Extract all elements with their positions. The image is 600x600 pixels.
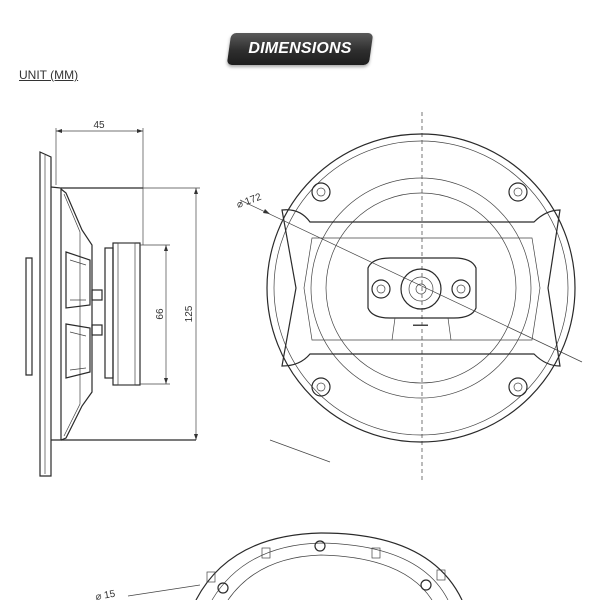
side-basket	[60, 188, 93, 441]
bottom-inner-arc-2	[227, 554, 433, 600]
front-bridge-frame	[281, 209, 561, 367]
side-terminal-bottom	[91, 324, 103, 336]
dim-bottom-diameter-label: ⌀ 15	[95, 589, 117, 600]
bottom-view: ⌀ 15	[95, 532, 463, 600]
side-terminal-top	[91, 289, 103, 301]
front-view: ▬▬▬ ⌀ 172	[235, 112, 583, 480]
side-magnet-ring	[117, 242, 136, 386]
side-magnet-plate	[104, 247, 114, 379]
dim-depth-label: 45	[93, 120, 105, 131]
front-cone-inner	[325, 192, 517, 384]
bottom-inner-arc	[211, 542, 449, 600]
side-flange	[39, 151, 52, 477]
front-outer-ring	[266, 133, 576, 443]
tweeter-right	[451, 279, 471, 299]
mounting-holes	[311, 182, 528, 397]
front-outer-ring-inner	[273, 140, 569, 436]
brand-mark: ▬▬▬	[413, 322, 428, 328]
side-basket-inner	[63, 193, 81, 437]
bottom-outer-arc	[195, 532, 463, 600]
dim-magnet-label: 66	[155, 308, 166, 320]
front-cone-edge	[310, 177, 532, 399]
side-window-top	[65, 251, 91, 309]
dim-height-label: 125	[184, 305, 195, 322]
side-view: 45 66 125	[25, 120, 200, 477]
dim-bottom-line	[127, 584, 201, 597]
front-leader	[269, 439, 331, 463]
side-gasket	[25, 257, 33, 376]
dim-diameter-label: ⌀ 172	[235, 192, 263, 211]
side-grille	[50, 186, 62, 441]
side-magnet	[112, 242, 141, 386]
tweeter-housing	[367, 257, 477, 319]
side-window-hatching	[69, 259, 87, 371]
tweeter-center	[400, 268, 442, 310]
page-title: DIMENSIONS	[248, 40, 352, 57]
bottom-notches	[206, 540, 446, 594]
tweeter-left	[371, 279, 391, 299]
tweeter-legs	[391, 317, 452, 341]
side-window-bottom	[65, 323, 91, 379]
front-bridge-inner	[303, 237, 541, 341]
dim-172-line	[239, 199, 583, 363]
dim-172-arrow	[263, 209, 270, 214]
unit-label: UNIT (MM)	[19, 68, 79, 82]
